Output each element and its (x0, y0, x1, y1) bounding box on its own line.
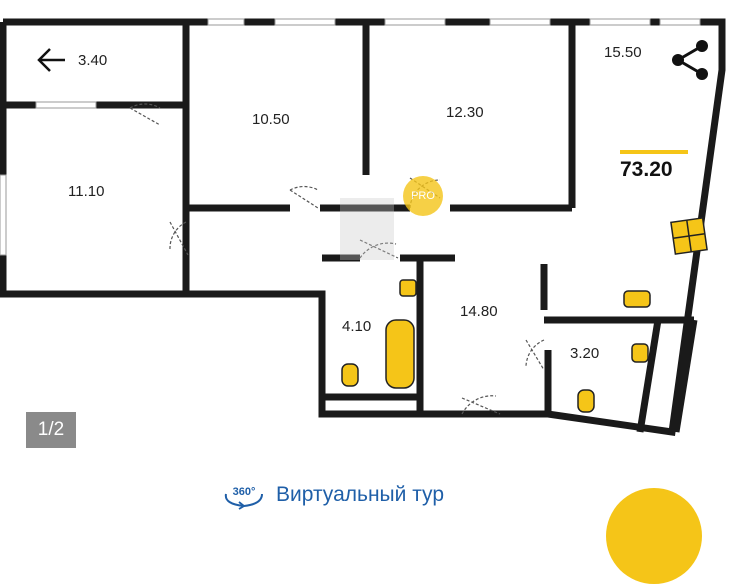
room-area-bedroom-1: 10.50 (252, 111, 290, 128)
bathtub (385, 319, 415, 389)
room-area-corridor: 14.80 (460, 303, 498, 320)
toilet-bath (341, 363, 359, 387)
360-icon: 360° (224, 486, 263, 510)
watermark-logo (340, 198, 394, 260)
room-area-bathroom: 4.10 (342, 318, 372, 335)
virtual-tour-label: Виртуальный тур (276, 483, 444, 506)
floor-plan (0, 18, 726, 436)
svg-text:360°: 360° (233, 486, 256, 498)
room-area-wc: 3.20 (570, 345, 600, 362)
room-area-living: 11.10 (68, 183, 105, 200)
pro-watermark: PRO (403, 176, 443, 216)
share-button[interactable] (668, 38, 712, 82)
walls (0, 18, 726, 436)
stove (670, 217, 708, 255)
share-icon (672, 40, 708, 80)
room-area-kitchen: 15.50 (604, 44, 642, 61)
floating-action-button[interactable] (606, 488, 702, 584)
room-area-hall: 3.40 (78, 52, 108, 69)
total-area-underline (620, 150, 688, 154)
room-area-bedroom-2: 12.30 (446, 104, 484, 121)
page-indicator: 1/2 (26, 412, 76, 448)
total-area: 73.20 (620, 158, 673, 181)
windows (0, 18, 701, 256)
fixtures (341, 217, 708, 413)
sink-kitchen (623, 290, 651, 308)
toilet-wc (577, 389, 595, 413)
arrow-left-icon (37, 48, 65, 72)
sink-bath (399, 279, 417, 297)
sink-wc (631, 343, 649, 363)
back-button[interactable] (36, 46, 68, 74)
virtual-tour-link[interactable]: 360° Виртуальный тур (222, 478, 444, 512)
